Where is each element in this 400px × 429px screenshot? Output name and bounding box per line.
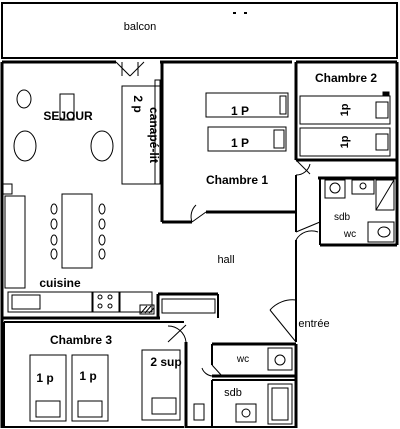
armchair-icon xyxy=(90,130,114,162)
armchair-icon xyxy=(16,89,32,109)
chambre3-label: Chambre 3 xyxy=(50,333,112,347)
wc-icon xyxy=(367,221,395,243)
radiator-icon xyxy=(193,403,205,421)
canape-count-label: 2 p xyxy=(131,95,145,112)
cuisine-label: cuisine xyxy=(39,276,81,290)
ch1-bed-b-label: 1 P xyxy=(231,136,249,150)
counter-icon xyxy=(4,195,26,289)
bed-icon xyxy=(205,92,289,118)
bed-icon xyxy=(207,126,287,152)
hall-label: hall xyxy=(217,254,234,266)
entree-label: entrée xyxy=(298,318,329,330)
sink-icon xyxy=(235,403,257,423)
chambre2-beds xyxy=(299,91,391,157)
room-labels: SEJOUR canapé-lit 2 p Chambre 1 Chambre … xyxy=(39,71,377,399)
bed-icon xyxy=(299,127,391,157)
dining-table-icon xyxy=(61,193,93,269)
sdb-bottom-label: sdb xyxy=(224,387,242,399)
ch2-bed-b-label: 1p xyxy=(339,135,351,148)
top-bathroom-fixtures xyxy=(324,179,395,243)
ch3-bed-b-label: 1 p xyxy=(79,369,96,383)
kitchen-counter-icon xyxy=(7,291,93,313)
door-swings xyxy=(115,61,321,377)
bed-icon xyxy=(141,349,181,421)
chambre1-beds xyxy=(205,92,289,152)
canape-label: canapé-lit xyxy=(147,107,161,163)
balcony: balcon xyxy=(1,2,398,59)
wc-bottom-label: wc xyxy=(236,354,249,365)
toilet-icon xyxy=(267,347,293,371)
sdb-top-label: sdb xyxy=(334,212,351,223)
balcon-label: balcon xyxy=(124,21,156,33)
ch3-bed-c-label: 2 sup xyxy=(150,355,181,369)
shower-icon xyxy=(375,179,395,211)
bathtub-icon xyxy=(267,383,293,425)
ch2-bed-a-label: 1p xyxy=(339,103,351,116)
walls xyxy=(0,60,399,428)
coffee-table-icon xyxy=(59,93,75,121)
bed-icon xyxy=(71,354,109,422)
wc-top-label: wc xyxy=(343,229,356,240)
bed-icon xyxy=(29,354,67,422)
chambre1-label: Chambre 1 xyxy=(206,173,268,187)
sejour-label: SEJOUR xyxy=(43,109,93,123)
sink-icon xyxy=(351,179,375,195)
ch1-bed-a-label: 1 P xyxy=(231,104,249,118)
bed-icon xyxy=(299,95,391,125)
kitchen xyxy=(1,183,216,315)
bottom-bathroom-fixtures xyxy=(193,347,293,425)
chambre3-beds xyxy=(29,349,181,422)
armchair-icon xyxy=(13,130,37,162)
toilet-icon xyxy=(324,179,346,199)
living-room-furniture xyxy=(13,79,161,269)
chambre2-label: Chambre 2 xyxy=(315,71,377,85)
bed-labels: 1 P 1 P 1p 1p 1 p 1 p 2 sup xyxy=(36,103,351,385)
ch3-bed-a-label: 1 p xyxy=(36,371,53,385)
